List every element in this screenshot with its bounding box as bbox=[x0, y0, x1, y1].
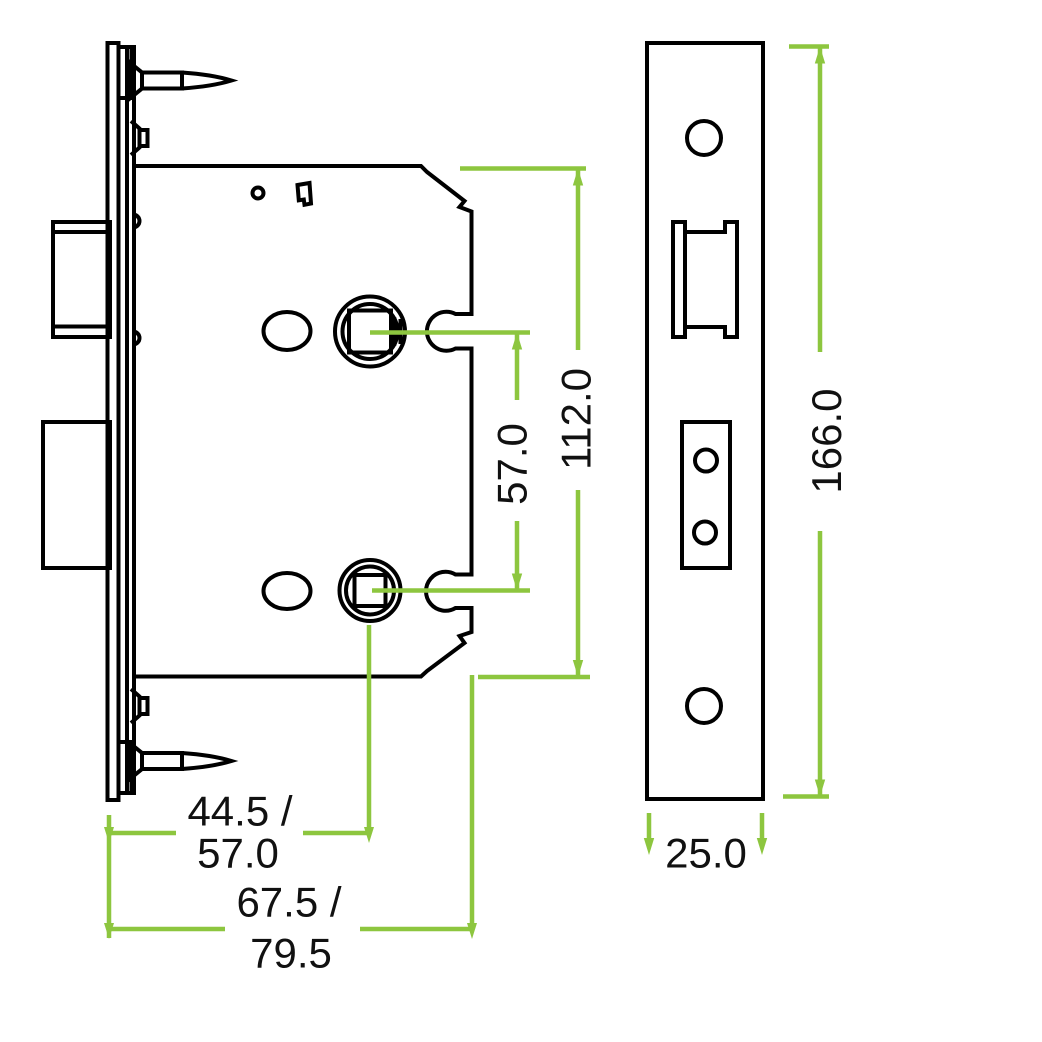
top-screw-point bbox=[181, 70, 239, 91]
top-screw-shank bbox=[140, 70, 184, 91]
bottom-lug bbox=[129, 687, 150, 725]
faceplate-screw-hole-bottom bbox=[685, 687, 723, 725]
arrow-up-icon bbox=[814, 46, 826, 64]
arrow-down-icon bbox=[814, 779, 826, 797]
dim-faceplate-width-lines bbox=[646, 813, 765, 840]
bottom-screw-point bbox=[181, 751, 239, 771]
arrow-up-icon bbox=[511, 332, 523, 350]
arrow-down-icon bbox=[572, 660, 584, 677]
arrow-down-icon bbox=[467, 923, 477, 939]
deadbolt-pin-hole-bottom bbox=[692, 519, 718, 546]
arrow-down-icon bbox=[756, 838, 768, 855]
dim-faceplate-height-lines bbox=[783, 44, 829, 799]
latchbolt-lip-lines bbox=[53, 230, 110, 329]
dim-follower-centres: 57.0 bbox=[370, 330, 536, 593]
upper-oval-hole bbox=[261, 310, 313, 352]
dim-faceplate-width: 25.0 bbox=[643, 813, 768, 877]
dim-backset-label-top: 44.5 / bbox=[187, 788, 292, 835]
dim-case-height-label: 112.0 bbox=[553, 368, 600, 470]
deadbolt-cutout bbox=[680, 420, 732, 570]
dim-case-depth-label-bottom: 79.5 bbox=[250, 930, 332, 977]
dim-faceplate-height-label: 166.0 bbox=[803, 388, 850, 493]
dim-backset-lines bbox=[106, 625, 372, 938]
dim-follower-centres-label: 57.0 bbox=[489, 423, 536, 505]
lower-oval-hole bbox=[261, 571, 313, 611]
faceplate-screw-hole-top bbox=[685, 119, 723, 157]
deadbolt-side bbox=[41, 420, 112, 570]
faceplate-front bbox=[645, 41, 765, 801]
arrow-down-icon bbox=[104, 827, 114, 843]
arrow-up-icon bbox=[572, 168, 584, 186]
dim-case-depth-lines bbox=[109, 675, 475, 932]
top-screw bbox=[129, 59, 239, 102]
case-pin-hole bbox=[250, 185, 266, 201]
case-clip-detail bbox=[295, 180, 314, 208]
dim-case-height: 112.0 bbox=[460, 166, 600, 680]
arrow-down-icon bbox=[643, 838, 655, 855]
dim-backset-label-bottom: 57.0 bbox=[197, 830, 279, 877]
dim-faceplate-height: 166.0 bbox=[783, 44, 850, 799]
arrow-down-icon bbox=[364, 827, 374, 843]
latchbolt-side bbox=[51, 220, 112, 339]
dim-backset: 44.5 / 57.0 bbox=[104, 625, 374, 938]
bottom-screw bbox=[129, 739, 239, 783]
latchbolt-cutout bbox=[671, 220, 739, 339]
deadbolt-pin-hole-top bbox=[693, 447, 719, 474]
dim-case-height-lines bbox=[460, 166, 590, 680]
dim-faceplate-width-label: 25.0 bbox=[665, 830, 747, 877]
bottom-screw-shank bbox=[140, 751, 184, 771]
dim-follower-centres-lines bbox=[370, 330, 530, 593]
backplate-rivets bbox=[132, 212, 142, 347]
arrow-down-icon bbox=[511, 573, 523, 591]
lock-case-outline bbox=[132, 164, 474, 679]
top-lug bbox=[129, 119, 150, 157]
front-view bbox=[645, 41, 765, 801]
dim-case-depth-label-top: 67.5 / bbox=[236, 879, 341, 926]
side-view bbox=[41, 41, 474, 802]
arrow-down-icon bbox=[104, 923, 114, 939]
dim-case-depth: 67.5 / 79.5 bbox=[104, 675, 477, 977]
backplate-bar bbox=[125, 45, 136, 795]
